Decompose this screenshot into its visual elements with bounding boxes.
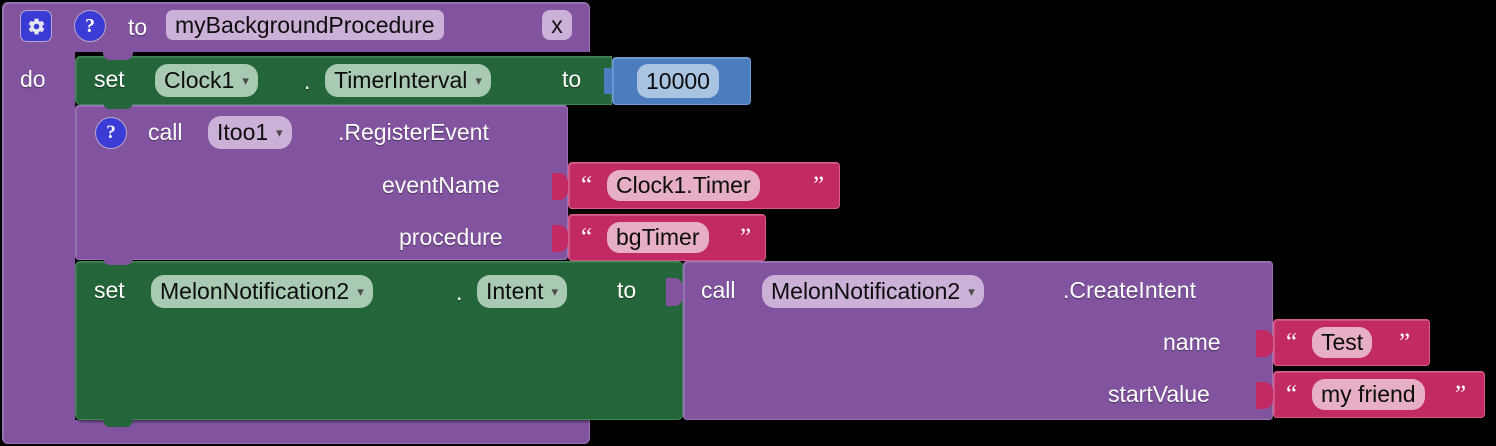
method-name-createintent: .CreateIntent — [1063, 277, 1196, 303]
component-dropdown-itoo1[interactable]: Itoo1 ▾ — [208, 116, 292, 149]
text-field-my-friend[interactable]: my friend — [1312, 379, 1425, 410]
chevron-down-icon: ▾ — [357, 284, 364, 299]
text-block-bgtimer[interactable] — [568, 214, 766, 261]
help-icon-registerevent[interactable]: ? — [95, 117, 127, 149]
chevron-down-icon: ▾ — [475, 73, 482, 88]
component-dropdown-melonnotification2-text: MelonNotification2 — [160, 278, 350, 304]
text-field-clock1-timer[interactable]: Clock1.Timer — [607, 170, 760, 201]
dot-separator-1: . — [304, 68, 311, 94]
value-socket-startvalue — [1256, 382, 1273, 409]
chevron-down-icon: ▾ — [551, 284, 559, 299]
stack-notch-top-2 — [103, 101, 133, 109]
stack-notch-top — [103, 52, 133, 60]
to-label-1: to — [562, 66, 582, 92]
value-socket-name — [1256, 330, 1273, 357]
arg-label-procedure: procedure — [399, 224, 503, 250]
number-field-10000-text: 10000 — [646, 67, 710, 94]
quote-open-1: “ — [581, 172, 593, 199]
chevron-down-icon: ▾ — [276, 125, 283, 140]
chevron-down-icon: ▾ — [242, 73, 249, 88]
collapse-label: x — [551, 11, 563, 38]
property-dropdown-intent[interactable]: Intent ▾ — [477, 275, 568, 308]
stack-notch-bottom-3 — [103, 418, 133, 427]
quote-open-4: “ — [1286, 381, 1298, 408]
component-dropdown-melonnotification2-call-text: MelonNotification2 — [771, 278, 961, 304]
component-dropdown-itoo1-text: Itoo1 — [217, 119, 269, 145]
text-field-clock1-timer-text: Clock1.Timer — [616, 172, 751, 198]
procedure-do-label: do — [20, 66, 46, 92]
call-label-3: call — [701, 277, 736, 303]
component-dropdown-melonnotification2[interactable]: MelonNotification2 ▾ — [151, 275, 373, 308]
stack-notch-top-3 — [103, 257, 133, 265]
arg-label-name: name — [1163, 329, 1221, 355]
arg-label-startvalue: startValue — [1108, 381, 1210, 407]
procedure-to-label: to — [128, 14, 148, 40]
text-field-bgtimer-text: bgTimer — [616, 224, 700, 250]
collapse-button[interactable]: x — [542, 10, 572, 40]
to-label-3: to — [617, 277, 637, 303]
text-field-my-friend-text: my friend — [1321, 381, 1416, 407]
call-itoo1-registerevent-block[interactable] — [75, 105, 568, 260]
property-dropdown-timerinterval[interactable]: TimerInterval ▾ — [325, 64, 491, 97]
help-icon[interactable]: ? — [74, 10, 106, 42]
property-dropdown-timerinterval-text: TimerInterval — [334, 67, 468, 93]
quote-close-1: ” — [813, 172, 825, 199]
component-dropdown-melonnotification2-call[interactable]: MelonNotification2 ▾ — [762, 275, 984, 308]
number-field-10000[interactable]: 10000 — [637, 64, 719, 98]
set-label-3: set — [94, 277, 125, 303]
component-dropdown-clock1[interactable]: Clock1 ▾ — [155, 64, 258, 97]
value-socket-procedure — [552, 225, 568, 252]
procedure-name-text: myBackgroundProcedure — [175, 11, 435, 38]
quote-close-3: ” — [1399, 329, 1411, 356]
dot-separator-3: . — [456, 279, 463, 305]
property-dropdown-intent-text: Intent — [486, 278, 544, 304]
text-field-test-text: Test — [1321, 329, 1364, 355]
text-field-test[interactable]: Test — [1312, 327, 1373, 358]
gear-icon[interactable] — [20, 10, 52, 42]
procedure-name-field[interactable]: myBackgroundProcedure — [166, 10, 444, 40]
chevron-down-icon: ▾ — [968, 284, 975, 299]
quote-open-2: “ — [581, 224, 593, 251]
quote-open-3: “ — [1286, 329, 1298, 356]
value-socket-eventname — [552, 173, 568, 200]
method-name-registerevent: .RegisterEvent — [338, 119, 489, 145]
value-socket-intent — [666, 278, 683, 306]
quote-close-2: ” — [740, 224, 752, 251]
text-field-bgtimer[interactable]: bgTimer — [607, 222, 709, 253]
arg-label-eventname: eventName — [382, 172, 500, 198]
set-label-1: set — [94, 66, 125, 92]
call-label-2: call — [148, 119, 183, 145]
quote-close-4: ” — [1455, 381, 1467, 408]
component-dropdown-clock1-text: Clock1 — [164, 67, 235, 93]
